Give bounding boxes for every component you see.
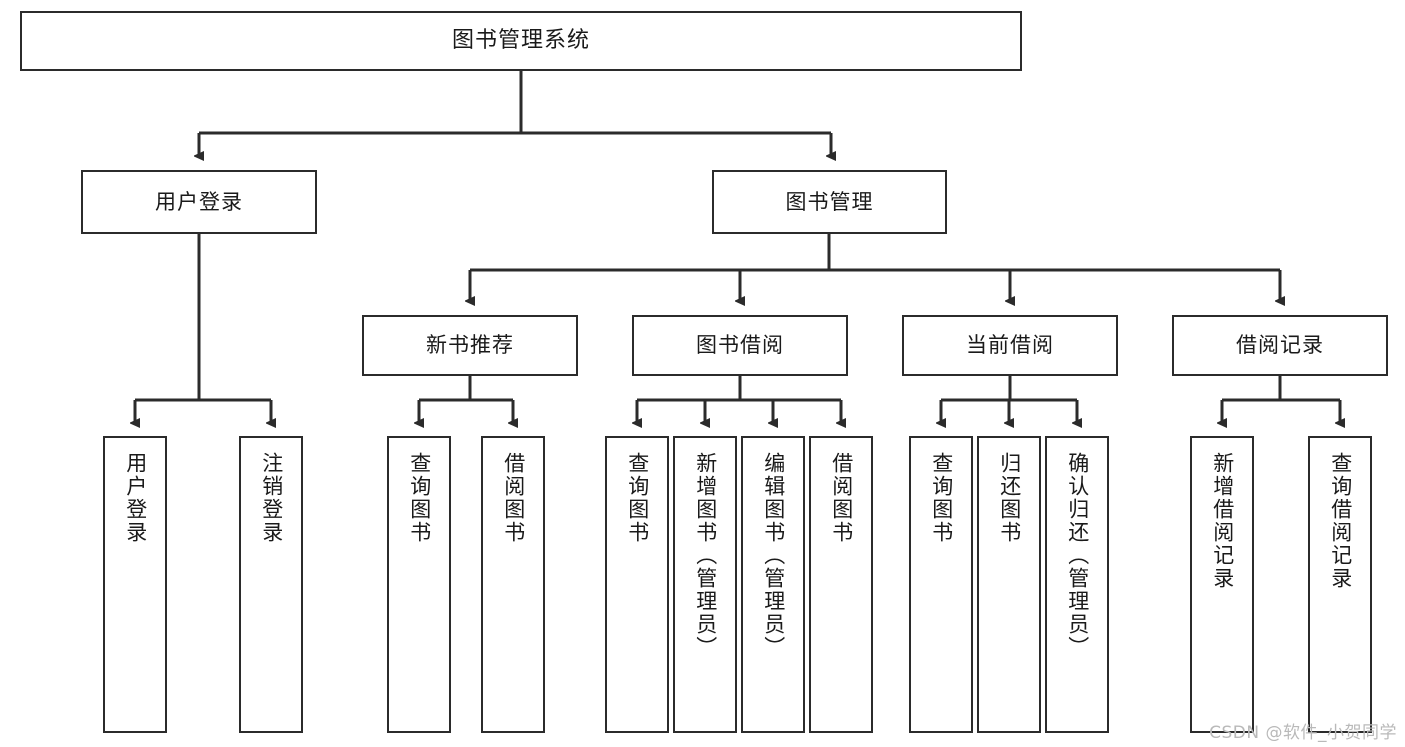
node-label: 查询借阅记录 bbox=[1328, 452, 1353, 590]
node-root-book-management-system[interactable]: 图书管理系统 bbox=[20, 11, 1022, 71]
node-label: 查询图书 bbox=[929, 452, 954, 544]
leaf-add-borrow-record[interactable]: 新增借阅记录 bbox=[1190, 436, 1254, 733]
leaf-user-logout[interactable]: 注销登录 bbox=[239, 436, 303, 733]
node-label: 新增借阅记录 bbox=[1210, 452, 1235, 590]
node-current-borrowing[interactable]: 当前借阅 bbox=[902, 315, 1118, 376]
node-label: 借阅图书 bbox=[501, 452, 526, 544]
leaf-user-login[interactable]: 用户登录 bbox=[103, 436, 167, 733]
leaf-borrow-book-recommend[interactable]: 借阅图书 bbox=[481, 436, 545, 733]
leaf-return-book[interactable]: 归还图书 bbox=[977, 436, 1041, 733]
leaf-add-book-admin[interactable]: 新增图书（管理员） bbox=[673, 436, 737, 733]
node-label: 注销登录 bbox=[259, 452, 284, 544]
leaf-query-book-borrow[interactable]: 查询图书 bbox=[605, 436, 669, 733]
node-label: 借阅图书 bbox=[829, 452, 854, 544]
node-label: 借阅记录 bbox=[1236, 333, 1324, 358]
node-label: 查询图书 bbox=[407, 452, 432, 544]
node-label: 用户登录 bbox=[155, 189, 243, 214]
node-label: 确认归还（管理员） bbox=[1065, 452, 1090, 659]
node-label: 图书管理 bbox=[785, 189, 874, 214]
leaf-edit-book-admin[interactable]: 编辑图书（管理员） bbox=[741, 436, 805, 733]
node-label: 图书管理系统 bbox=[451, 28, 590, 54]
node-user-login[interactable]: 用户登录 bbox=[81, 170, 317, 234]
node-borrowing-records[interactable]: 借阅记录 bbox=[1172, 315, 1388, 376]
node-label: 用户登录 bbox=[123, 452, 148, 544]
node-new-book-recommendation[interactable]: 新书推荐 bbox=[362, 315, 578, 376]
node-book-management[interactable]: 图书管理 bbox=[712, 170, 947, 234]
node-label: 新增图书（管理员） bbox=[693, 452, 718, 659]
node-label: 编辑图书（管理员） bbox=[761, 452, 786, 659]
leaf-query-borrow-record[interactable]: 查询借阅记录 bbox=[1308, 436, 1372, 733]
node-label: 归还图书 bbox=[997, 452, 1022, 544]
leaf-query-book-recommend[interactable]: 查询图书 bbox=[387, 436, 451, 733]
leaf-confirm-return-admin[interactable]: 确认归还（管理员） bbox=[1045, 436, 1109, 733]
leaf-query-book-current[interactable]: 查询图书 bbox=[909, 436, 973, 733]
node-book-borrowing[interactable]: 图书借阅 bbox=[632, 315, 848, 376]
node-label: 查询图书 bbox=[625, 452, 650, 544]
leaf-borrow-book[interactable]: 借阅图书 bbox=[809, 436, 873, 733]
csdn-watermark: CSDN @软件_小贺同学 bbox=[1209, 723, 1397, 743]
node-label: 图书借阅 bbox=[696, 333, 784, 358]
node-label: 当前借阅 bbox=[966, 333, 1054, 358]
node-label: 新书推荐 bbox=[426, 333, 514, 358]
